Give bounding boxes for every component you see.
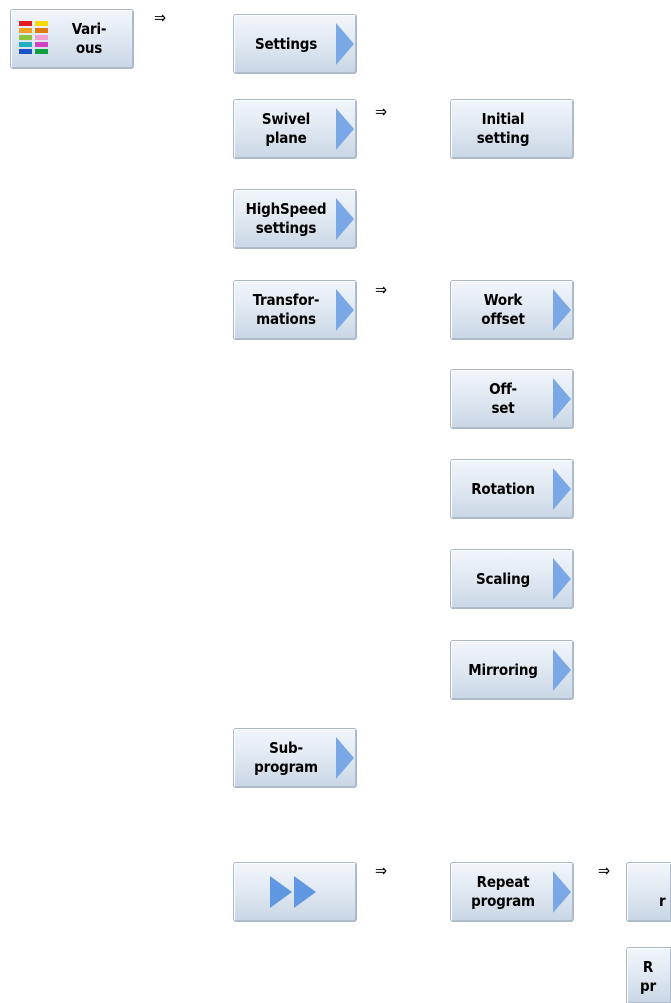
triangle-right-icon xyxy=(336,198,354,240)
various-label: Vari- ous xyxy=(71,20,107,57)
offset-softkey[interactable]: Off- set xyxy=(450,369,574,429)
repeat-program-label: Repeat program xyxy=(471,873,535,910)
rotation-label: Rotation xyxy=(471,479,535,498)
implies-symbol: ⇒ xyxy=(598,861,611,880)
triangle-right-icon xyxy=(336,737,354,779)
work-offset-softkey[interactable]: Work offset xyxy=(450,280,574,340)
repeat-submenu-label-1: r xyxy=(659,892,666,910)
double-chevron-right-icon xyxy=(270,876,318,908)
color-grid-icon xyxy=(19,21,48,54)
implies-symbol: ⇒ xyxy=(375,102,388,121)
repeat-program-softkey[interactable]: Repeat program xyxy=(450,862,574,922)
offset-label: Off- set xyxy=(489,380,517,417)
triangle-right-icon xyxy=(553,289,571,331)
highspeed-settings-softkey[interactable]: HighSpeed settings xyxy=(233,189,357,249)
initial-setting-label: Initial setting xyxy=(476,110,530,147)
triangle-right-icon xyxy=(553,468,571,510)
implies-symbol: ⇒ xyxy=(375,861,388,880)
settings-label: Settings xyxy=(254,34,318,53)
various-softkey[interactable]: Vari- ous xyxy=(10,9,134,69)
more-softkey[interactable] xyxy=(233,862,357,922)
swivel-plane-softkey[interactable]: Swivel plane xyxy=(233,99,357,159)
settings-softkey[interactable]: Settings xyxy=(233,14,357,74)
scaling-label: Scaling xyxy=(476,569,530,588)
transformations-softkey[interactable]: Transfor- mations xyxy=(233,280,357,340)
transformations-label: Transfor- mations xyxy=(252,291,320,328)
triangle-right-icon xyxy=(336,108,354,150)
swivel-plane-label: Swivel plane xyxy=(261,110,311,147)
triangle-right-icon xyxy=(553,378,571,420)
rotation-softkey[interactable]: Rotation xyxy=(450,459,574,519)
implies-symbol: ⇒ xyxy=(154,8,167,27)
triangle-right-icon xyxy=(336,23,354,65)
triangle-right-icon xyxy=(336,289,354,331)
work-offset-label: Work offset xyxy=(481,291,525,328)
repeat-submenu-softkey-1[interactable]: r xyxy=(626,862,671,922)
subprogram-label: Sub- program xyxy=(254,739,318,776)
repeat-submenu-softkey-2[interactable]: R pr xyxy=(626,947,671,1003)
highspeed-settings-label: HighSpeed settings xyxy=(245,200,327,237)
triangle-right-icon xyxy=(553,649,571,691)
repeat-submenu-label-2: R pr xyxy=(640,958,656,995)
scaling-softkey[interactable]: Scaling xyxy=(450,549,574,609)
mirroring-label: Mirroring xyxy=(468,660,538,679)
triangle-right-icon xyxy=(553,871,571,913)
implies-symbol: ⇒ xyxy=(375,280,388,299)
subprogram-softkey[interactable]: Sub- program xyxy=(233,728,357,788)
initial-setting-softkey[interactable]: Initial setting xyxy=(450,99,574,159)
triangle-right-icon xyxy=(553,558,571,600)
mirroring-softkey[interactable]: Mirroring xyxy=(450,640,574,700)
